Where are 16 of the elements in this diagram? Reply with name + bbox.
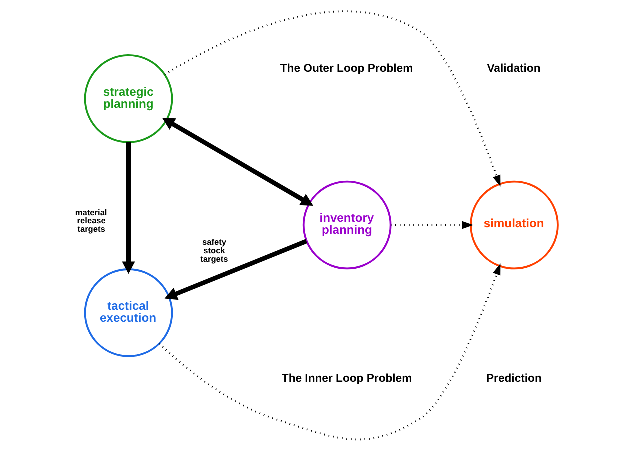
node-circle: tactical execution bbox=[84, 268, 174, 358]
arrow bbox=[390, 221, 474, 230]
label: Prediction bbox=[486, 373, 542, 386]
arrow bbox=[122, 142, 136, 274]
node-circle: inventory planning bbox=[302, 180, 392, 270]
edge-label: material release targets bbox=[75, 207, 108, 234]
label: Validation bbox=[487, 63, 541, 76]
label: The Inner Loop Problem bbox=[282, 373, 412, 386]
node-circle: strategic planning bbox=[84, 54, 174, 144]
arrow bbox=[162, 118, 314, 206]
arrow bbox=[158, 264, 501, 441]
label: The Outer Loop Problem bbox=[280, 63, 414, 76]
edge-label: safety stock targets bbox=[200, 237, 228, 264]
arrow bbox=[164, 239, 308, 300]
node-circle: simulation bbox=[470, 180, 559, 270]
arrow bbox=[164, 10, 501, 187]
